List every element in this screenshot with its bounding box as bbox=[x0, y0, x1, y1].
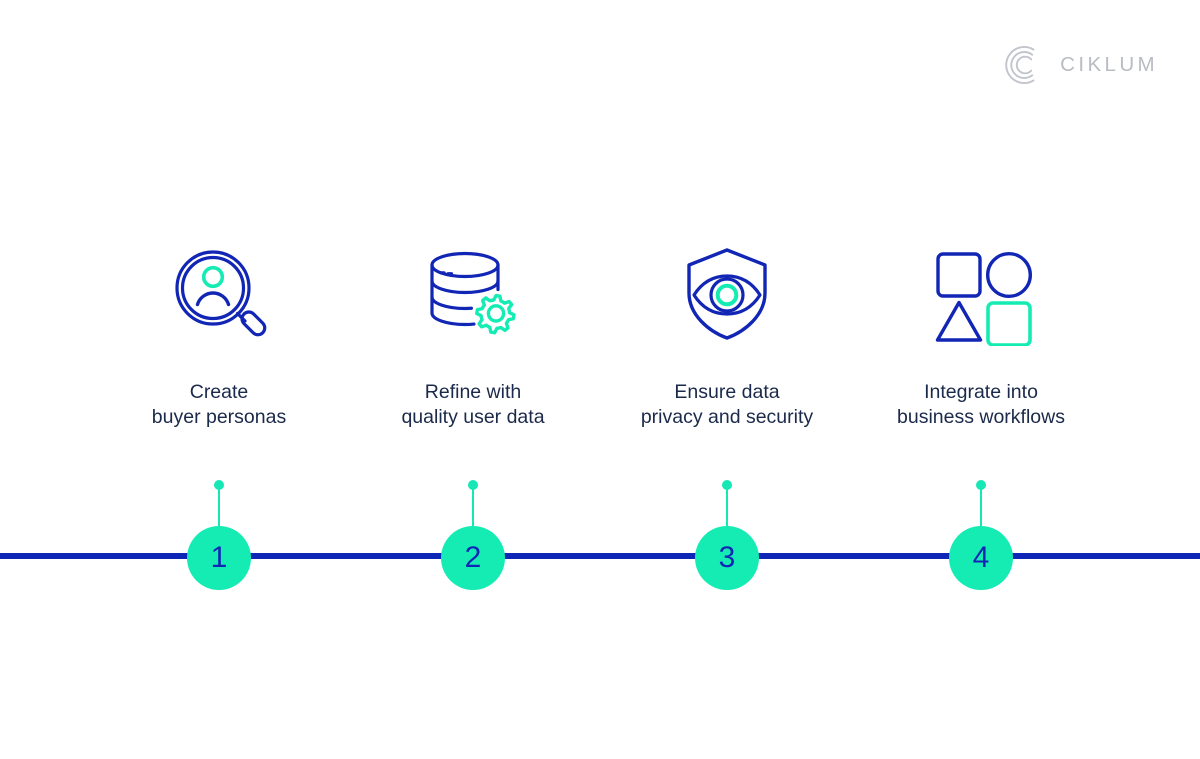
step-label-line1: Integrate into bbox=[924, 381, 1038, 403]
step-item[interactable]: Integrate into business workflows bbox=[854, 0, 1108, 759]
step-item[interactable]: Refine with quality user data bbox=[346, 0, 600, 759]
shield-eye-icon bbox=[600, 244, 854, 348]
step-label-line2: buyer personas bbox=[151, 405, 287, 428]
timeline-marker[interactable]: 2 bbox=[413, 476, 533, 596]
timeline-axis bbox=[0, 553, 1200, 559]
database-gear-icon bbox=[346, 244, 600, 348]
step-label: Ensure data privacy and security bbox=[600, 380, 854, 429]
marker-stem-dot-icon bbox=[722, 480, 732, 490]
timeline-marker[interactable]: 4 bbox=[921, 476, 1041, 596]
step-label-line2: business workflows bbox=[897, 405, 1065, 428]
step-label-line2: quality user data bbox=[401, 405, 545, 428]
step-label-line1: Create bbox=[189, 381, 249, 403]
marker-stem-dot-icon bbox=[214, 480, 224, 490]
step-label-line1: Ensure data bbox=[674, 381, 780, 403]
timeline-marker[interactable]: 3 bbox=[667, 476, 787, 596]
marker-stem-dot-icon bbox=[468, 480, 478, 490]
shapes-grid-icon bbox=[854, 244, 1108, 348]
marker-stem bbox=[980, 488, 982, 533]
step-label-line1: Refine with bbox=[424, 381, 522, 403]
timeline-marker[interactable]: 1 bbox=[159, 476, 279, 596]
marker-number[interactable]: 2 bbox=[441, 526, 505, 590]
step-label: Refine with quality user data bbox=[346, 380, 600, 429]
magnifier-person-icon bbox=[92, 244, 346, 348]
marker-stem bbox=[218, 488, 220, 533]
marker-stem bbox=[472, 488, 474, 533]
brand-logo: CIKLUM bbox=[1003, 44, 1158, 86]
step-label: Integrate into business workflows bbox=[854, 380, 1108, 429]
marker-stem-dot-icon bbox=[976, 480, 986, 490]
step-label-line2: privacy and security bbox=[640, 405, 814, 428]
step-item[interactable]: Ensure data privacy and security bbox=[600, 0, 854, 759]
marker-stem bbox=[726, 488, 728, 533]
ciklum-c-logo-icon bbox=[1003, 44, 1045, 86]
marker-number[interactable]: 1 bbox=[187, 526, 251, 590]
step-item[interactable]: Create buyer personas bbox=[92, 0, 346, 759]
brand-name: CIKLUM bbox=[1060, 53, 1158, 76]
marker-number[interactable]: 4 bbox=[949, 526, 1013, 590]
step-label: Create buyer personas bbox=[92, 380, 346, 429]
marker-number[interactable]: 3 bbox=[695, 526, 759, 590]
